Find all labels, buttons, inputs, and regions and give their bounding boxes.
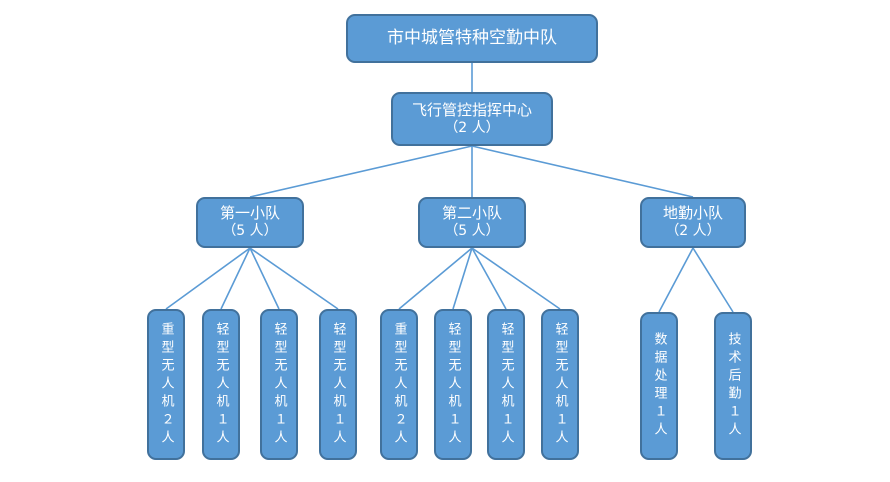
unit-box: 重型无人机２人 xyxy=(380,309,418,460)
unit-box: 技术后勤１人 xyxy=(714,312,752,460)
unit-box: 轻型无人机１人 xyxy=(541,309,579,460)
squad-box: 第二小队 （5 人） xyxy=(418,197,526,248)
unit-box: 数据处理１人 xyxy=(640,312,678,460)
unit-label: 轻型无人机１人 xyxy=(498,321,514,448)
squad-count: （5 人） xyxy=(222,223,278,240)
command-center-box: 飞行管控指挥中心 （2 人） xyxy=(391,92,553,146)
unit-label: 重型无人机２人 xyxy=(391,321,407,448)
unit-label: 轻型无人机１人 xyxy=(213,321,229,448)
squad-box: 地勤小队 （2 人） xyxy=(640,197,746,248)
squad-title: 地勤小队 xyxy=(662,204,723,223)
connector-squad-2-unit-8 xyxy=(471,247,561,310)
unit-label: 轻型无人机１人 xyxy=(445,321,461,448)
unit-label: 数据处理１人 xyxy=(651,332,667,440)
connector-center-squad-3 xyxy=(471,145,694,198)
org-root-box: 市中城管特种空勤中队 xyxy=(346,14,598,63)
squad-title: 第二小队 xyxy=(441,204,502,223)
org-root-title: 市中城管特种空勤中队 xyxy=(387,27,557,48)
unit-label: 重型无人机２人 xyxy=(158,321,174,448)
connector-squad-1-unit-2 xyxy=(220,247,251,310)
connector-squad-2-unit-7 xyxy=(471,247,507,310)
unit-label: 轻型无人机１人 xyxy=(271,321,287,448)
unit-box: 轻型无人机１人 xyxy=(319,309,357,460)
connector-squad-2-unit-5 xyxy=(398,247,473,310)
squad-title: 第一小队 xyxy=(219,204,280,223)
connector-squad-1-unit-4 xyxy=(249,247,339,310)
connector-squad-1-unit-3 xyxy=(249,247,280,310)
unit-label: 技术后勤１人 xyxy=(725,332,741,440)
squad-count: （2 人） xyxy=(665,223,721,240)
command-center-title: 飞行管控指挥中心 xyxy=(411,100,532,119)
connector-center-squad-1 xyxy=(249,145,473,198)
unit-box: 轻型无人机１人 xyxy=(487,309,525,460)
unit-box: 轻型无人机１人 xyxy=(202,309,240,460)
connector-squad-3-unit-10 xyxy=(692,247,734,313)
unit-label: 轻型无人机１人 xyxy=(330,321,346,448)
unit-box: 轻型无人机１人 xyxy=(260,309,298,460)
connector-squad-2-unit-6 xyxy=(452,247,473,310)
unit-label: 轻型无人机１人 xyxy=(552,321,568,448)
connector-squad-1-unit-1 xyxy=(165,247,251,310)
squad-count: （5 人） xyxy=(444,223,500,240)
unit-box: 轻型无人机１人 xyxy=(434,309,472,460)
unit-box: 重型无人机２人 xyxy=(147,309,185,460)
squad-box: 第一小队 （5 人） xyxy=(196,197,304,248)
connector-squad-3-unit-9 xyxy=(658,247,694,313)
command-center-count: （2 人） xyxy=(444,119,500,136)
